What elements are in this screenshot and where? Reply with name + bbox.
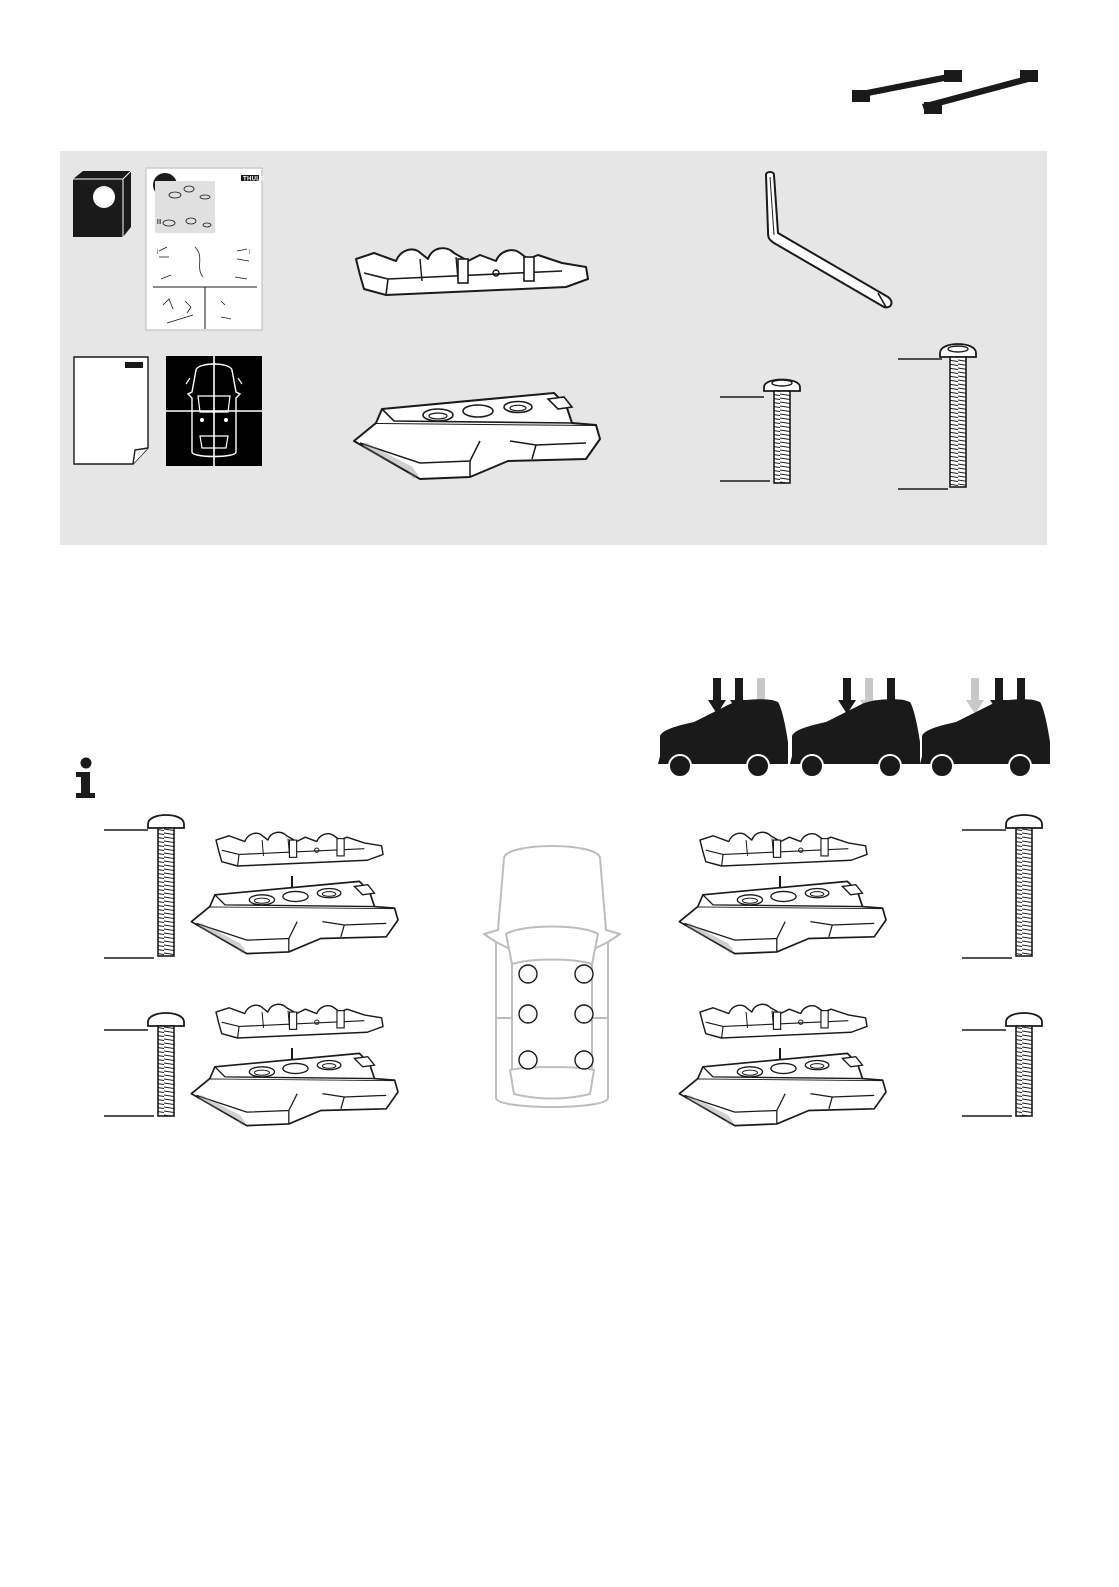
pad-on-foot-assembly [672, 826, 902, 966]
vehicle-top-view-icon [482, 838, 622, 1114]
car-load-split-icon [786, 678, 924, 776]
information-icon [74, 757, 98, 799]
pad-on-foot-assembly [188, 998, 418, 1138]
long-bolt-icon [104, 812, 194, 964]
car-load-front-icon [654, 678, 792, 776]
roof-rack-bars-icon [848, 62, 1044, 114]
short-bolt-icon [962, 1010, 1052, 1122]
car-load-rear-icon [916, 678, 1054, 776]
short-bolt-icon [104, 1010, 194, 1122]
brand-tag: THULE [243, 177, 265, 183]
svg-text:|: | [157, 249, 158, 255]
long-bolt-icon [898, 339, 988, 491]
thule-pad-sticker-icon [71, 171, 135, 239]
vehicle-fit-card-icon [166, 356, 262, 466]
fitting-instructions-sheet-icon [73, 356, 149, 466]
short-bolt-icon [720, 373, 810, 489]
svg-text:|: | [249, 249, 250, 255]
allen-key-icon [760, 169, 900, 317]
pad-on-foot-assembly [672, 998, 902, 1138]
parts-panel: THULE ||| | | [60, 151, 1047, 545]
long-bolt-icon [962, 812, 1052, 964]
svg-text:|||: ||| [157, 219, 162, 225]
foot-base-icon [350, 389, 606, 485]
instruction-leaflet-icon: THULE ||| | | [145, 167, 265, 333]
rubber-pad-icon [356, 245, 592, 307]
pad-on-foot-assembly [188, 826, 418, 966]
